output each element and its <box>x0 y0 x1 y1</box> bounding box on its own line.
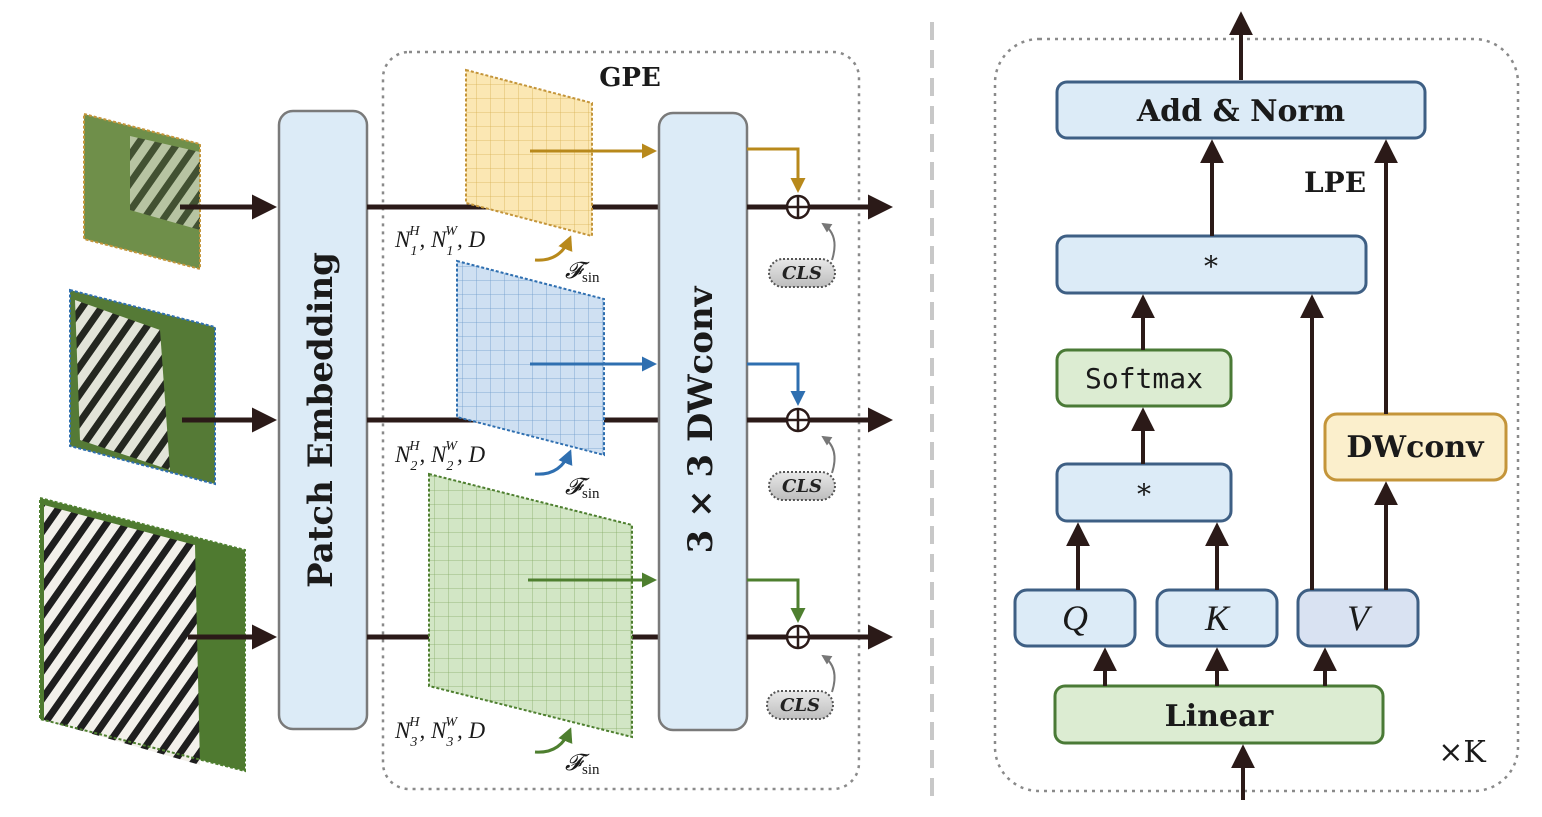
input-image-small <box>83 112 201 271</box>
add-symbol-3 <box>785 624 811 650</box>
svg-text:CLS: CLS <box>782 476 822 497</box>
lpe-label: LPE <box>1304 166 1366 199</box>
grid-plane-green <box>428 472 633 739</box>
fsin-arrow-3 <box>534 727 573 754</box>
gpe-container <box>381 50 861 791</box>
input-image-large <box>39 496 246 773</box>
cls-token-2: CLS <box>768 435 836 501</box>
fsin-arrow-1 <box>534 235 573 262</box>
dims-label-3: N3H, N3W, D <box>394 715 485 750</box>
blue-arrow-out <box>747 362 806 406</box>
dims-label-1: N1H, N1W, D <box>394 224 485 259</box>
right-arrows <box>1066 139 1398 800</box>
q-block <box>1013 588 1137 648</box>
yellow-arrow-out <box>747 147 806 193</box>
q-label: Q <box>1062 598 1088 638</box>
gpe-label: GPE <box>599 63 661 93</box>
svg-text:CLS: CLS <box>782 263 822 284</box>
add-symbol-2 <box>785 407 811 433</box>
dwconv-label: DWconv <box>1346 430 1485 465</box>
svg-text:N3H, N3W, D: N3H, N3W, D <box>394 715 485 750</box>
cls-token-1: CLS <box>768 222 836 288</box>
v-label: V <box>1347 598 1373 638</box>
grid-plane-yellow <box>465 68 593 238</box>
k-label: K <box>1204 598 1231 638</box>
add-norm-label: Add & Norm <box>1136 94 1345 129</box>
fsin-label-3: 𝓕sin <box>565 750 600 778</box>
qk-multiply-label: * <box>1137 478 1151 511</box>
svg-text:N1H, N1W, D: N1H, N1W, D <box>394 224 485 259</box>
v-block <box>1296 588 1420 648</box>
encoder-block-container <box>993 37 1520 793</box>
add-norm-block <box>1055 80 1427 140</box>
patch-embedding-label: Patch Embedding <box>301 252 341 588</box>
attention-multiply-label: * <box>1204 250 1218 283</box>
repeat-label: ×K <box>1438 735 1486 770</box>
linear-label: Linear <box>1165 699 1275 734</box>
grid-plane-blue <box>456 259 605 457</box>
add-symbol-1 <box>785 194 811 220</box>
softmax-label: Softmax <box>1085 362 1203 395</box>
green-arrow-out <box>747 578 806 623</box>
cls-token-3: CLS <box>766 654 836 720</box>
svg-text:N2H, N2W, D: N2H, N2W, D <box>394 439 485 474</box>
input-image-medium <box>69 288 216 486</box>
svg-text:CLS: CLS <box>780 695 820 716</box>
fsin-label-1: 𝓕sin <box>565 258 600 286</box>
fsin-arrow-2 <box>534 449 573 476</box>
dwconv-block <box>1323 412 1508 482</box>
fsin-label-2: 𝓕sin <box>565 474 600 502</box>
dims-label-2: N2H, N2W, D <box>394 439 485 474</box>
dwconv-3x3-label: 3 × 3 DWconv <box>681 285 721 553</box>
